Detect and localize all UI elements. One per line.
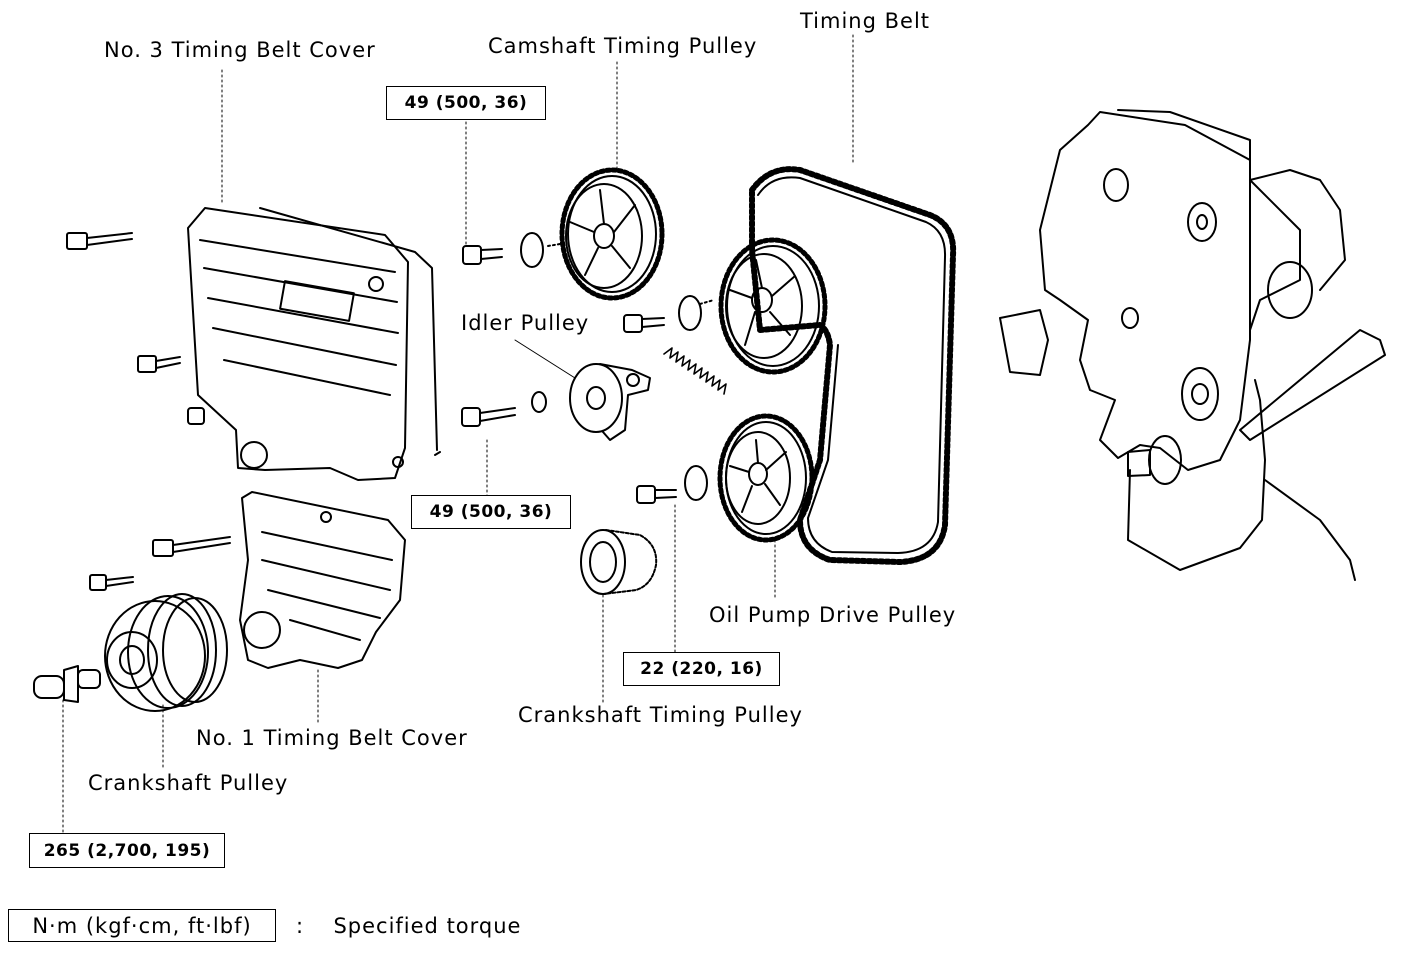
legend-units-box: N·m (kgf·cm, ft·lbf): [8, 909, 276, 942]
torque-idler-bolt: 49 (500, 36): [411, 495, 571, 529]
label-idler-pulley: Idler Pulley: [461, 311, 590, 335]
idler-pulley-bolt: [461, 391, 547, 427]
camshaft-pulley-bolt: [462, 232, 561, 268]
crankshaft-pulley: [104, 593, 228, 712]
label-no1-timing-belt-cover: No. 1 Timing Belt Cover: [196, 726, 468, 750]
idler-leader: [514, 339, 576, 379]
no3-timing-belt-cover: [187, 207, 441, 481]
crankshaft-timing-pulley: [580, 529, 658, 595]
label-no3-timing-belt-cover: No. 3 Timing Belt Cover: [104, 38, 376, 62]
idler-pulley: [569, 363, 651, 441]
label-camshaft-timing-pulley: Camshaft Timing Pulley: [488, 34, 758, 58]
camshaft-pulley-bolt-2: [623, 295, 715, 333]
legend-meaning-text: Specified torque: [333, 914, 522, 938]
label-timing-belt: Timing Belt: [800, 9, 931, 33]
timing-belt: [749, 166, 957, 565]
label-crankshaft-timing-pulley: Crankshaft Timing Pulley: [518, 703, 803, 727]
engine-block: [999, 109, 1386, 581]
label-crankshaft-pulley: Crankshaft Pulley: [88, 771, 289, 795]
camshaft-timing-pulley-installed: [718, 237, 828, 375]
cover-bolts: [66, 232, 231, 591]
leader-lines: [62, 34, 854, 834]
no1-timing-belt-cover: [239, 491, 406, 669]
torque-camshaft-bolt: 49 (500, 36): [386, 86, 546, 120]
legend-meaning: : Specified torque: [296, 914, 521, 938]
tension-spring: [663, 347, 727, 395]
torque-oil-pump-bolt: 22 (220, 16): [623, 652, 780, 686]
camshaft-timing-pulley: [559, 167, 665, 301]
oil-pump-pulley-bolt: [636, 465, 708, 504]
oil-pump-drive-pulley: [717, 413, 815, 543]
crankshaft-pulley-bolt: [33, 665, 101, 703]
label-oil-pump-drive-pulley: Oil Pump Drive Pulley: [709, 603, 957, 627]
legend-separator: :: [296, 914, 305, 938]
torque-crankshaft-bolt: 265 (2,700, 195): [29, 833, 225, 868]
